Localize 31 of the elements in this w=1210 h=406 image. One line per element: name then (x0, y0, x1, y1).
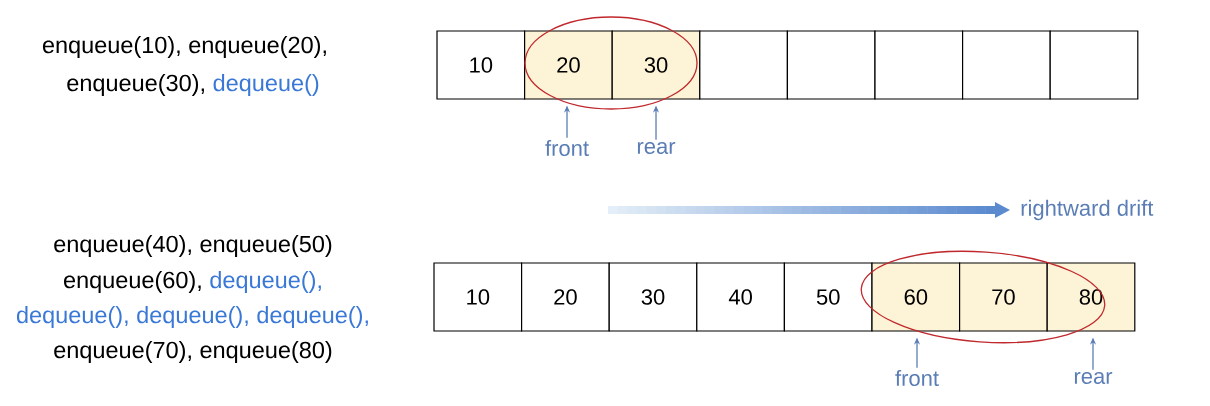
queue-cell: 10 (433, 262, 523, 332)
operation-text: dequeue(), (210, 271, 321, 293)
pointer-label: front (545, 139, 589, 157)
operation-text: enqueue(10), enqueue(20), (42, 36, 326, 58)
operation-text: dequeue() (213, 74, 319, 96)
queue-cell: 20 (521, 262, 610, 332)
operation-text: enqueue(60), (64, 271, 201, 293)
drift-label: rightward drift (1021, 199, 1154, 221)
queue-cell: 80 (1046, 262, 1136, 332)
queue-cell (786, 30, 876, 100)
queue-cell (874, 30, 964, 100)
queue-cell: 60 (871, 262, 961, 332)
operation-text: enqueue(30), (67, 74, 204, 96)
operation-text: dequeue(), (257, 306, 368, 328)
queue-cell: 30 (608, 262, 698, 332)
pointer-label: rear (637, 141, 676, 155)
queue-cell: 50 (783, 262, 873, 332)
queue-cell: 20 (524, 30, 613, 100)
queue-cell: 40 (696, 262, 785, 332)
queue-cell (699, 30, 788, 100)
queue-cell: 30 (611, 30, 701, 100)
operation-text: enqueue(40), enqueue(50) (54, 235, 332, 257)
queue-cell (962, 30, 1051, 100)
pointer-label: front (895, 369, 939, 387)
operation-text: dequeue(), (137, 306, 248, 328)
queue-cell (1049, 30, 1139, 100)
operation-text: enqueue(70), enqueue(80) (54, 341, 332, 363)
pointer-label: rear (1074, 371, 1113, 384)
operation-text: dequeue(), (17, 306, 128, 328)
queue-cell: 10 (436, 30, 526, 100)
queue-cell: 70 (959, 262, 1048, 332)
